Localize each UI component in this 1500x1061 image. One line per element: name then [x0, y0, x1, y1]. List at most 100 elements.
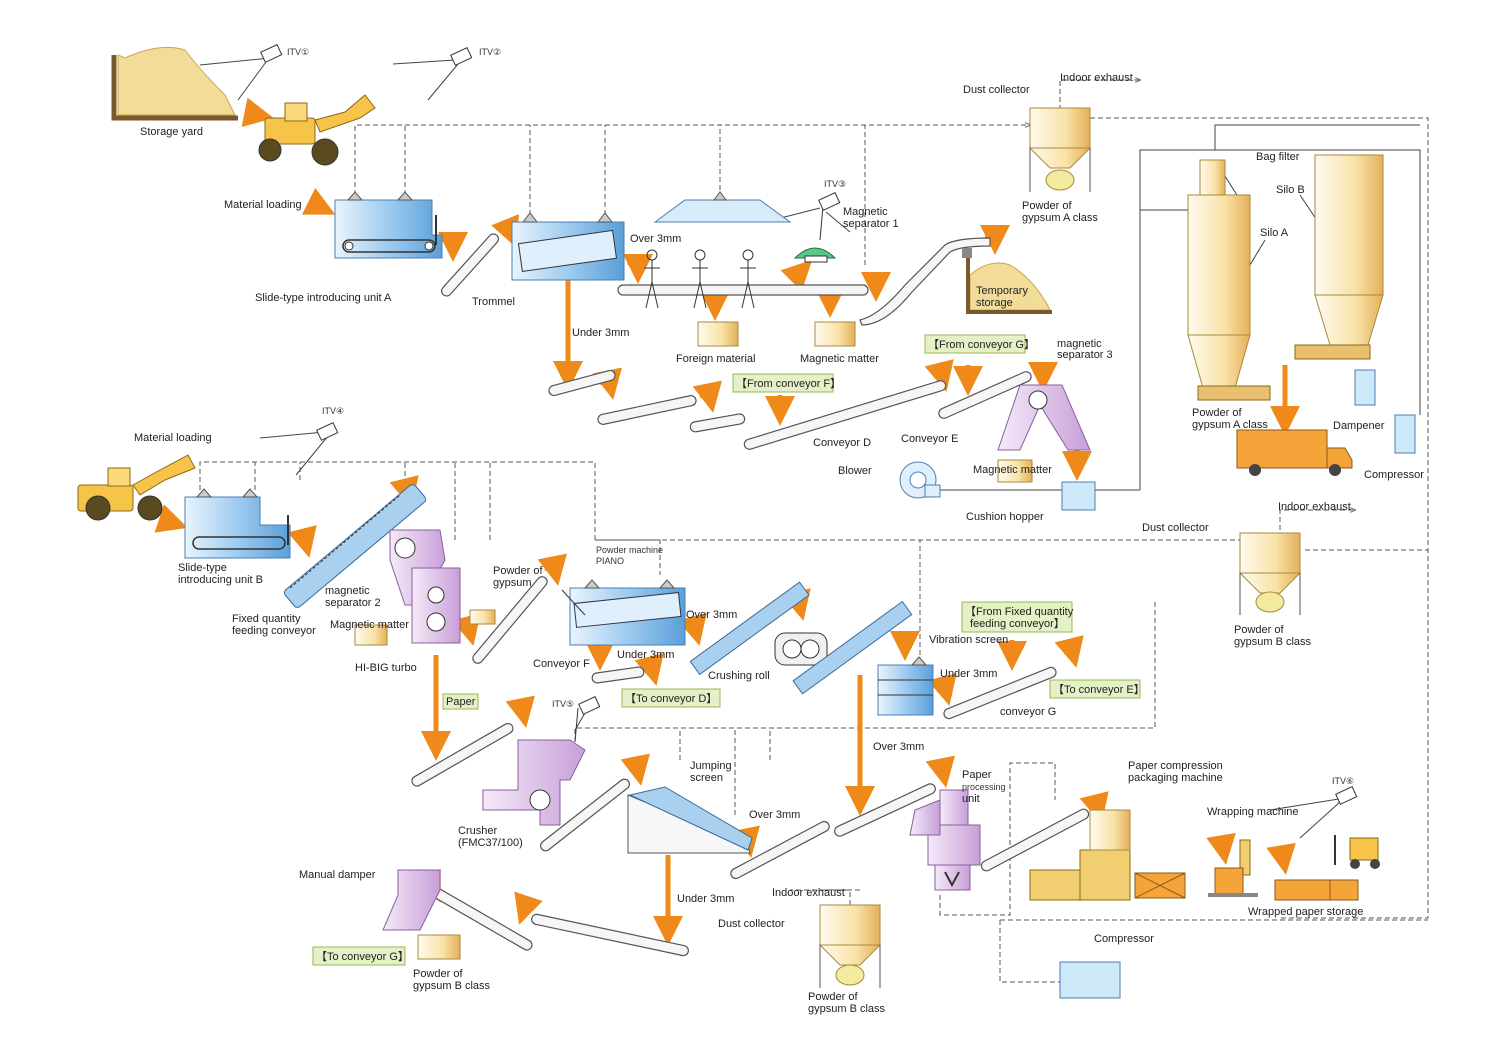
exhaust-ducts — [199, 80, 1429, 983]
slide-unit-b — [184, 488, 291, 559]
label-itv2: ITV② — [479, 47, 501, 57]
crushing-roll — [774, 632, 828, 666]
compressor-2 — [1059, 961, 1121, 999]
dampener — [1354, 369, 1376, 406]
label-cushion-hopper: Cushion hopper — [966, 511, 1044, 523]
label-under-3mm-1: Under 3mm — [572, 327, 629, 339]
label-temporary-storage-l1: Temporary — [976, 285, 1028, 297]
label-over-3mm-4: Over 3mm — [749, 809, 800, 821]
label-paper-compression-l2: packaging machine — [1128, 772, 1223, 784]
label-dust-collector-1: Dust collector — [963, 84, 1030, 96]
label-magnetic-matter-3: Magnetic matter — [973, 464, 1052, 476]
label-itv4: ITV④ — [322, 406, 344, 416]
label-over-3mm-2: Over 3mm — [686, 609, 737, 621]
label-itv1: ITV① — [287, 47, 309, 57]
wheel-loader-b — [77, 454, 196, 521]
label-manual-damper: Manual damper — [299, 869, 376, 881]
label-magnetic-separator-1-l1: Magnetic — [843, 206, 888, 218]
screw-conveyors — [689, 581, 913, 695]
text-labels: Storage yard ITV① ITV② ITV③ ITV④ ITV⑤ IT… — [134, 47, 1424, 1015]
dust-collector-3 — [818, 904, 882, 988]
tag-from-conveyor-f: 【From conveyor F】 — [736, 377, 841, 390]
label-powder-a2-l2: gypsum A class — [1192, 419, 1268, 431]
paper-processing-unit — [909, 789, 981, 891]
label-dust-collector-3: Dust collector — [718, 918, 785, 930]
dust-collector-2 — [1238, 532, 1302, 615]
label-crusher-l1: Crusher — [458, 825, 497, 837]
temporary-storage-pile — [962, 248, 1052, 314]
tag-to-conveyor-d: 【To conveyor D】 — [625, 692, 717, 705]
label-crushing-roll: Crushing roll — [708, 670, 770, 682]
blower — [899, 461, 941, 499]
label-trommel: Trommel — [472, 296, 515, 308]
label-over-3mm-3: Over 3mm — [873, 741, 924, 753]
tag-to-conveyor-e: 【To conveyor E】 — [1053, 683, 1145, 696]
silo-b — [1294, 154, 1384, 360]
label-paper-processing-l2: processing — [962, 782, 1006, 792]
tag-to-conveyor-g: 【To conveyor G】 — [316, 950, 409, 963]
storage-yard — [111, 46, 238, 121]
label-bag-filter: Bag filter — [1256, 151, 1300, 163]
label-dampener: Dampener — [1333, 420, 1385, 432]
label-blower: Blower — [838, 465, 872, 477]
label-under-3mm-2: Under 3mm — [617, 649, 674, 661]
bins — [354, 321, 1033, 960]
wheel-loader-a — [258, 94, 376, 166]
itv4-camera — [316, 422, 339, 441]
label-material-loading-b: Material loading — [134, 432, 212, 444]
crusher-fmc37 — [482, 696, 601, 826]
label-dust-collector-2: Dust collector — [1142, 522, 1209, 534]
vibration-screen — [877, 656, 934, 716]
paper-compression-machine — [1029, 809, 1186, 901]
tag-from-fixed-qty-l2: feeding conveyor】 — [970, 617, 1065, 630]
label-powder-machine-l1: Powder machine — [596, 545, 663, 555]
label-magnetic-separator-2-l1: magnetic — [325, 585, 370, 597]
label-itv5: ITV⑤ — [552, 699, 574, 709]
label-powder-b-l2: gypsum B class — [1234, 636, 1312, 648]
label-indoor-exhaust-1: Indoor exhaust — [1060, 72, 1133, 84]
label-silo-a: Silo A — [1260, 227, 1289, 239]
label-powder-b3-l1: Powder of — [808, 991, 858, 1003]
label-powder-b2-l2: gypsum B class — [413, 980, 491, 992]
label-powder-b3-l2: gypsum B class — [808, 1003, 886, 1015]
label-slide-unit-b-l1: Slide-type — [178, 562, 227, 574]
label-magnetic-separator-3-l2: separator 3 — [1057, 349, 1113, 361]
itv2-camera — [450, 47, 473, 66]
label-indoor-exhaust-3: Indoor exhaust — [772, 887, 845, 899]
cushion-hopper — [1061, 481, 1096, 511]
label-silo-b: Silo B — [1276, 184, 1305, 196]
label-powder-b-l1: Powder of — [1234, 624, 1284, 636]
tag-paper: Paper — [446, 696, 476, 708]
label-vibration-screen: Vibration screen — [929, 634, 1008, 646]
label-powder-gypsum-l2: gypsum — [493, 577, 532, 589]
label-indoor-exhaust-2: Indoor exhaust — [1278, 501, 1351, 513]
truck — [1236, 429, 1353, 476]
tag-from-fixed-qty-l1: 【From Fixed quantity — [965, 605, 1074, 618]
label-slide-unit-b-l2: introducing unit B — [178, 574, 263, 586]
label-jumping-screen-l1: Jumping — [690, 760, 732, 772]
hi-big-turbo — [411, 567, 461, 644]
jumping-screen — [627, 786, 753, 854]
powder-machine-piano — [561, 579, 686, 646]
magnetic-separator-3 — [997, 384, 1091, 451]
label-powder-gypsum-l1: Powder of — [493, 565, 543, 577]
label-under-3mm-4: Under 3mm — [677, 893, 734, 905]
label-powder-machine-l2: PIANO — [596, 556, 624, 566]
itv1-camera — [260, 44, 283, 63]
label-powder-a-l1: Powder of — [1022, 200, 1072, 212]
label-paper-processing-l3: unit — [962, 793, 980, 805]
tags — [312, 334, 1141, 966]
label-powder-a-l2: gypsum A class — [1022, 212, 1098, 224]
label-magnetic-separator-1-l2: separator 1 — [843, 218, 899, 230]
label-itv3: ITV③ — [824, 179, 846, 189]
dust-collector-1 — [1028, 107, 1092, 192]
leader-lines — [199, 57, 1421, 839]
label-magnetic-matter-1: Magnetic matter — [800, 353, 879, 365]
compressor-1 — [1394, 414, 1416, 454]
forklift — [1334, 835, 1380, 869]
label-wrapped-paper-storage: Wrapped paper storage — [1248, 906, 1363, 918]
fixed-quantity-feeding-conveyor — [283, 484, 427, 608]
label-powder-a2-l1: Powder of — [1192, 407, 1242, 419]
label-under-3mm-3: Under 3mm — [940, 668, 997, 680]
